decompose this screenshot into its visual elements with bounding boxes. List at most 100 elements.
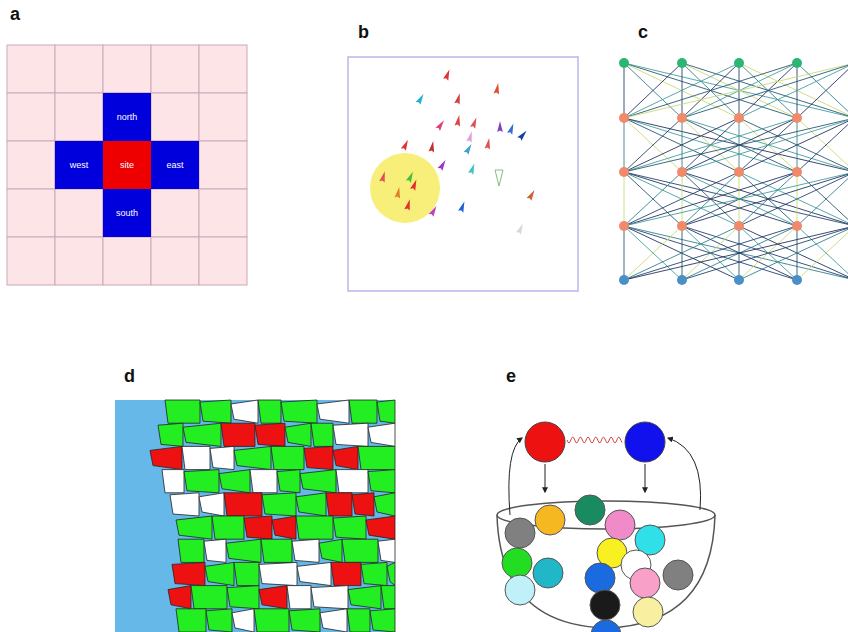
map-region	[162, 470, 184, 493]
map-region	[165, 400, 200, 423]
map-region	[349, 400, 377, 423]
grid-cell	[55, 189, 103, 237]
network-edge	[624, 63, 797, 118]
ball	[630, 568, 660, 598]
map-region	[259, 586, 287, 609]
network-edge	[624, 172, 797, 226]
neighbour-cell: south	[103, 189, 151, 237]
network-edge	[797, 172, 848, 226]
network-edge	[624, 172, 848, 226]
map-region	[184, 470, 219, 493]
agent-arrow	[395, 187, 402, 199]
network-edge	[739, 118, 848, 172]
map-region	[368, 423, 395, 446]
grid-cell	[103, 189, 151, 237]
agent-arrow	[468, 162, 477, 174]
network-edge	[624, 172, 625, 226]
map-region	[150, 446, 182, 469]
grid-cell	[151, 141, 199, 189]
network-node	[677, 113, 687, 123]
map-region	[168, 586, 191, 609]
map-region	[287, 586, 311, 609]
network-edge	[682, 226, 848, 280]
agent-arrow	[416, 93, 426, 105]
network-node	[677, 167, 687, 177]
network-node	[734, 221, 744, 231]
network-edge	[797, 118, 848, 172]
map-region	[374, 493, 395, 516]
grid-cell	[103, 237, 151, 285]
blue-ball	[625, 422, 665, 462]
network-edge	[624, 226, 682, 280]
agent-arrow	[527, 189, 537, 201]
network-edge	[739, 118, 848, 172]
map-region	[244, 516, 272, 539]
network-edge	[624, 118, 625, 172]
network-edge	[739, 63, 848, 118]
map-region	[285, 423, 311, 446]
site-cell: site	[103, 141, 151, 189]
grid-cell	[151, 45, 199, 93]
map-region	[297, 562, 331, 585]
map-region	[231, 400, 258, 423]
map-region	[361, 562, 387, 585]
map-region	[366, 516, 395, 539]
ball	[591, 620, 621, 632]
map-region	[333, 446, 358, 469]
grid-cell	[7, 93, 55, 141]
network-node	[619, 221, 629, 231]
map-region	[176, 609, 206, 632]
network-edge	[624, 172, 848, 226]
grid-cell	[199, 141, 247, 189]
agent-panel	[348, 57, 578, 291]
agent-arrow	[517, 129, 528, 141]
network-node	[792, 113, 802, 123]
network-edge	[624, 226, 682, 280]
map-region	[368, 470, 395, 493]
interaction	[567, 437, 622, 443]
network-edge	[624, 226, 797, 280]
cell-label: north	[117, 112, 138, 122]
map-region	[205, 562, 234, 585]
draw-arrow	[668, 438, 701, 510]
neighbour-cell: north	[103, 93, 151, 141]
neighbour-cell: west	[55, 141, 103, 189]
network-edge	[797, 63, 848, 118]
map-region	[317, 400, 349, 423]
agent-arrow	[435, 119, 446, 131]
agent-arrow	[401, 138, 411, 150]
map-region	[320, 609, 347, 632]
ball	[585, 563, 615, 593]
map-region	[204, 539, 226, 562]
return-arrow	[645, 464, 646, 492]
network-node	[792, 221, 802, 231]
ball	[533, 558, 563, 588]
map-region	[281, 400, 317, 423]
network-node	[677, 275, 687, 285]
network-edge	[624, 63, 797, 118]
agent-arrow	[516, 222, 526, 234]
grid-cell	[55, 237, 103, 285]
map-region	[277, 470, 300, 493]
network-edge	[624, 172, 797, 226]
network-edge	[624, 118, 739, 172]
map-region	[226, 539, 261, 562]
map-region	[219, 470, 250, 493]
grid-cell	[55, 141, 103, 189]
grid-cell	[199, 93, 247, 141]
agent-arrow	[443, 68, 452, 80]
agent-arrow	[466, 131, 474, 143]
network-edge	[624, 226, 797, 280]
agent-arrow	[485, 138, 492, 150]
grid	[7, 45, 247, 285]
map-region	[311, 423, 333, 446]
network-edge	[624, 118, 682, 172]
network-edge	[624, 226, 848, 280]
map-region	[311, 586, 348, 609]
ball	[633, 597, 663, 627]
map-region	[296, 493, 326, 516]
map-region	[387, 562, 395, 585]
network-edge	[624, 226, 848, 280]
map-region	[304, 446, 333, 469]
grid-cell	[199, 45, 247, 93]
